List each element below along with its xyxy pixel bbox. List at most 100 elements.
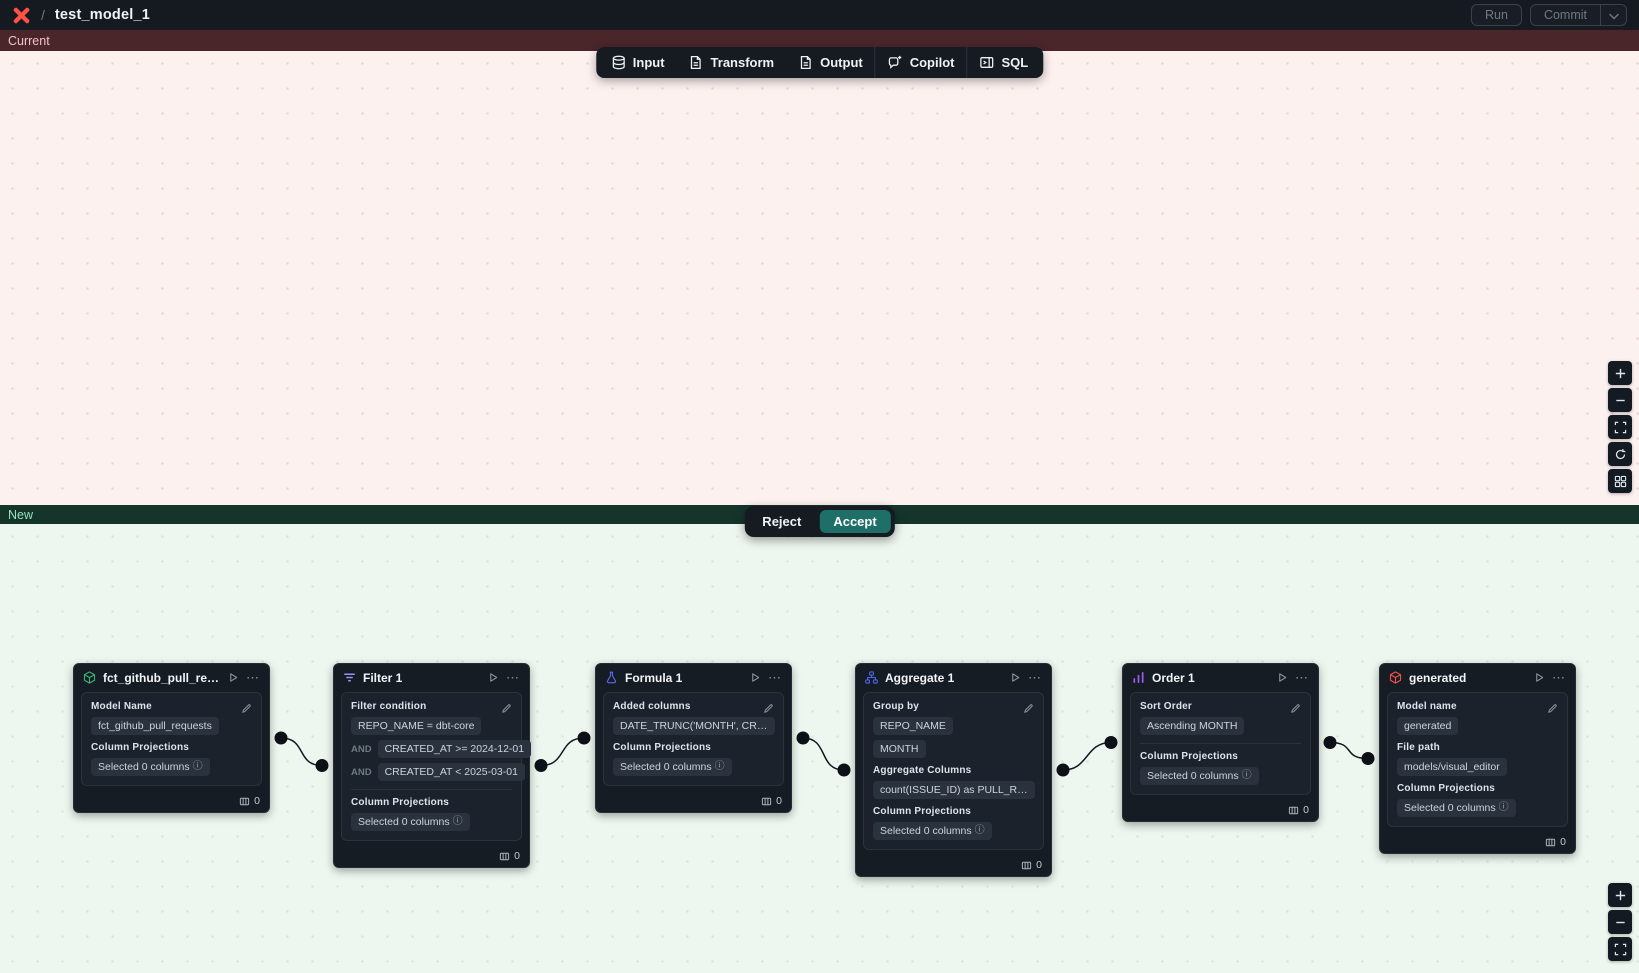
info-icon[interactable]: ⓘ [1242,771,1252,781]
section-label: Sort Order [1140,701,1301,712]
edit-pencil-icon[interactable] [1290,701,1301,719]
node-menu-icon[interactable]: ⋯ [1028,671,1042,684]
node-menu-icon[interactable]: ⋯ [506,671,520,684]
formula-flask-icon [605,671,618,684]
value-row: Selected 0 columnsⓘ [613,758,774,776]
value-chip-text: REPO_NAME [880,720,946,732]
edge-port[interactable] [838,764,851,777]
chevron-down-icon [1609,8,1619,23]
filter-icon [343,671,356,684]
node-menu-icon[interactable]: ⋯ [246,671,260,684]
node-run-icon[interactable] [488,672,499,683]
edit-pencil-icon[interactable] [763,701,774,719]
value-chip[interactable]: Selected 0 columnsⓘ [613,758,732,776]
value-chip[interactable]: count(ISSUE_ID) as PULL_REQUEST_… [873,781,1035,799]
edit-pencil-icon[interactable] [241,701,252,719]
zoom-out-button[interactable] [1608,388,1632,412]
value-chip[interactable]: models/visual_editor [1397,758,1507,776]
node-title: fct_github_pull_requests [103,671,221,685]
value-chip[interactable]: Selected 0 columnsⓘ [351,813,470,831]
edit-pencil-icon[interactable] [1547,701,1558,719]
toolbar-item-transform[interactable]: Transform [677,47,787,78]
node-run-icon[interactable] [750,672,761,683]
row-count-label: 0 [1036,859,1042,871]
node-card-aggregate[interactable]: Aggregate 1 ⋯ Group byREPO_NAMEMONTHAggr… [855,663,1052,877]
node-run-icon[interactable] [1277,672,1288,683]
value-chip[interactable]: Selected 0 columnsⓘ [873,822,992,840]
section-label: Added columns [613,701,774,712]
accept-button[interactable]: Accept [819,510,890,533]
toolbar-item-copilot[interactable]: Copilot [876,47,967,78]
node-run-icon[interactable] [1010,672,1021,683]
zoom-out-button[interactable] [1608,910,1632,934]
edge-port[interactable] [275,732,288,745]
value-chip[interactable]: CREATED_AT < 2025-03-01 [378,763,525,781]
value-chip[interactable]: MONTH [873,740,926,758]
toolbar-item-input[interactable]: Input [599,47,677,78]
toolbar-item-output[interactable]: Output [786,47,875,78]
current-canvas[interactable]: Input Transform Output Copilot SQL [0,51,1639,505]
value-chip[interactable]: fct_github_pull_requests [91,717,219,735]
edit-pencil-icon[interactable] [1023,701,1034,719]
current-banner-label: Current [8,34,50,48]
node-menu-icon[interactable]: ⋯ [1295,671,1309,684]
value-row: Selected 0 columnsⓘ [1140,767,1301,785]
new-canvas[interactable]: fct_github_pull_requests ⋯ Model Namefct… [0,524,1639,973]
info-icon[interactable]: ⓘ [715,762,725,772]
sort-bars-icon [1132,671,1145,684]
condition-join-label: AND [351,767,372,778]
node-menu-icon[interactable]: ⋯ [1552,671,1566,684]
refresh-icon [1614,448,1627,461]
edge-port[interactable] [797,732,810,745]
node-run-icon[interactable] [228,672,239,683]
value-chip[interactable]: DATE_TRUNC('MONTH', CREATED_AT… [613,717,775,735]
toolbar-item-sql[interactable]: SQL [967,47,1040,78]
fit-view-button[interactable] [1608,415,1632,439]
info-icon[interactable]: ⓘ [975,826,985,836]
value-chip[interactable]: CREATED_AT >= 2024-12-01 [378,740,532,758]
node-footer: 0 [1380,833,1575,853]
value-chip[interactable]: REPO_NAME = dbt-core [351,717,481,735]
fit-view-button[interactable] [1608,937,1632,961]
node-footer: 0 [74,792,269,812]
node-card-formula[interactable]: Formula 1 ⋯ Added columnsDATE_TRUNC('MON… [595,663,792,813]
value-chip-text: fct_github_pull_requests [98,720,212,732]
value-chip[interactable]: REPO_NAME [873,717,953,735]
node-footer: 0 [596,792,791,812]
value-chip-text: DATE_TRUNC('MONTH', CREATED_AT… [620,720,768,732]
zoom-in-button[interactable] [1608,361,1632,385]
value-chip[interactable]: Selected 0 columnsⓘ [1140,767,1259,785]
edge-port[interactable] [1105,736,1118,749]
dbt-logo-icon[interactable] [12,6,31,25]
refresh-button[interactable] [1608,442,1632,466]
commit-dropdown-button[interactable] [1600,5,1626,25]
value-chip[interactable]: Selected 0 columnsⓘ [1397,799,1516,817]
row-count-label: 0 [254,795,260,807]
node-card-filter[interactable]: Filter 1 ⋯ Filter conditionREPO_NAME = d… [333,663,530,868]
edit-pencil-icon[interactable] [501,701,512,719]
minimap-button[interactable] [1608,469,1632,493]
node-menu-icon[interactable]: ⋯ [768,671,782,684]
edge-port[interactable] [1324,736,1337,749]
node-card-source[interactable]: fct_github_pull_requests ⋯ Model Namefct… [73,663,270,813]
commit-button[interactable]: Commit [1531,5,1600,25]
node-card-order[interactable]: Order 1 ⋯ Sort OrderAscending MONTHColum… [1122,663,1319,822]
value-chip[interactable]: generated [1397,717,1458,735]
edge-port[interactable] [1362,752,1375,765]
value-row: generated [1397,717,1558,735]
value-chip[interactable]: Ascending MONTH [1140,717,1244,735]
run-button[interactable]: Run [1471,4,1522,26]
edge-port[interactable] [316,759,329,772]
reject-button[interactable]: Reject [748,510,815,533]
aggregate-sitemap-icon [865,671,878,684]
node-run-icon[interactable] [1534,672,1545,683]
info-icon[interactable]: ⓘ [453,817,463,827]
info-icon[interactable]: ⓘ [1499,803,1509,813]
info-icon[interactable]: ⓘ [193,762,203,772]
value-chip[interactable]: Selected 0 columnsⓘ [91,758,210,776]
edge-port[interactable] [535,759,548,772]
edge-port[interactable] [1057,764,1070,777]
node-card-generated[interactable]: generated ⋯ Model namegeneratedFile path… [1379,663,1576,854]
edge-port[interactable] [578,732,591,745]
zoom-in-button[interactable] [1608,883,1632,907]
